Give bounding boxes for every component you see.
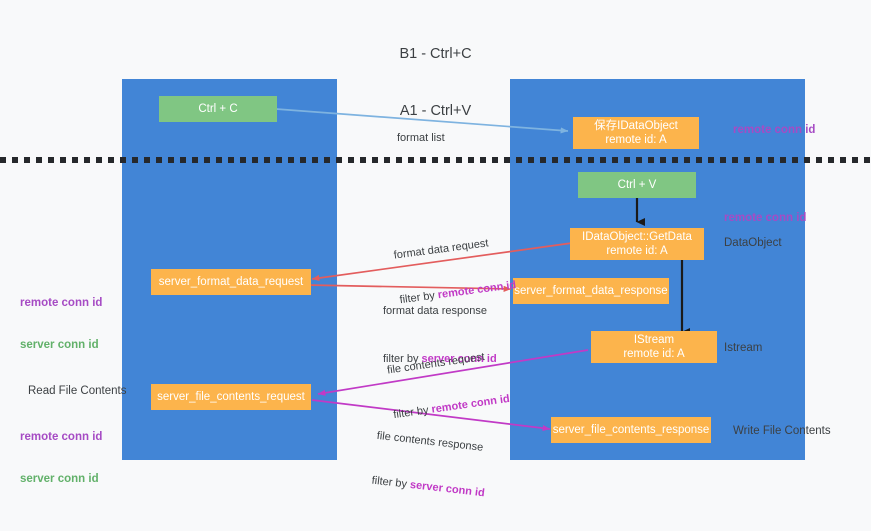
box-ctrl-c-line1: Ctrl + C bbox=[198, 103, 238, 115]
note-left-server-conn-id-mid-text: server conn id bbox=[20, 339, 99, 351]
edge-label-format-data-response-prefix: filter by bbox=[383, 353, 422, 365]
note-left-server-conn-id-bot-text: server conn id bbox=[20, 473, 99, 485]
note-left-remote-conn-id-bot-text: remote conn id bbox=[20, 431, 103, 443]
note-right-dataobject: DataObject bbox=[724, 237, 782, 249]
edge-label-file-contents-response-line2: filter by server conn id bbox=[371, 474, 486, 502]
edge-label-format-data-response-line1: format data response bbox=[383, 305, 487, 317]
box-save-dataobject-line2: remote id: A bbox=[605, 134, 667, 146]
edge-label-file-contents-response-line1: file contents response bbox=[376, 429, 484, 454]
diagram-canvas: B1 - Ctrl+C A1 - Ctrl+V B1 connection A1… bbox=[0, 46, 871, 500]
box-getdata[interactable]: IDataObject::GetData remote id: A bbox=[570, 228, 704, 260]
note-right-write-file-contents: Write File Contents bbox=[733, 425, 831, 437]
box-save-dataobject-line1: 保存IDataObject bbox=[594, 120, 678, 132]
edge-label-file-contents-response-prefix: filter by bbox=[371, 474, 411, 491]
box-ctrl-v[interactable]: Ctrl + V bbox=[578, 172, 696, 198]
edge-label-file-contents-response: file contents response filter by server … bbox=[367, 399, 494, 531]
box-server-file-contents-request-label: server_file_contents_request bbox=[157, 391, 305, 403]
box-istream[interactable]: IStream remote id: A bbox=[591, 331, 717, 363]
box-server-file-contents-response[interactable]: server_file_contents_response bbox=[551, 417, 711, 443]
edge-label-format-data-response-line2: filter by server conn id bbox=[383, 352, 497, 367]
note-right-remote-conn-id-mid: remote conn id bbox=[724, 212, 807, 224]
edge-label-format-list: format list bbox=[397, 101, 445, 176]
box-getdata-line2: remote id: A bbox=[606, 245, 668, 257]
box-ctrl-c[interactable]: Ctrl + C bbox=[159, 96, 277, 122]
box-istream-line1: IStream bbox=[633, 334, 675, 346]
edge-label-format-data-response-highlight: server conn id bbox=[421, 353, 497, 365]
box-ctrl-v-line1: Ctrl + V bbox=[617, 179, 657, 191]
box-server-file-contents-response-label: server_file_contents_response bbox=[552, 424, 710, 436]
note-left-conn-ids-bottom: remote conn id server conn id bbox=[20, 402, 102, 514]
box-save-dataobject[interactable]: 保存IDataObject remote id: A bbox=[573, 117, 699, 149]
edge-label-format-list-line1: format list bbox=[397, 132, 445, 144]
box-server-file-contents-request[interactable]: server_file_contents_request bbox=[151, 384, 311, 410]
title-line-1: B1 - Ctrl+C bbox=[399, 46, 472, 62]
box-server-format-data-request[interactable]: server_format_data_request bbox=[151, 269, 311, 295]
box-server-format-data-response[interactable]: server_format_data_response bbox=[513, 278, 669, 304]
note-left-remote-conn-id-mid: remote conn id server conn id bbox=[20, 268, 102, 380]
edge-label-file-contents-request-line1: file contents request bbox=[386, 350, 486, 377]
box-server-format-data-request-label: server_format_data_request bbox=[158, 276, 304, 288]
note-right-remote-conn-id-top: remote conn id bbox=[733, 124, 816, 136]
edge-label-file-contents-response-highlight: server conn id bbox=[409, 478, 486, 500]
phase-divider bbox=[0, 157, 871, 163]
edge-label-format-data-request-line1: format data request bbox=[393, 237, 490, 262]
note-left-read-file-contents: Read File Contents bbox=[28, 385, 127, 397]
box-getdata-line1: IDataObject::GetData bbox=[582, 231, 692, 243]
note-right-istream: Istream bbox=[724, 342, 763, 354]
box-istream-line2: remote id: A bbox=[623, 348, 685, 360]
box-server-format-data-response-label: server_format_data_response bbox=[514, 285, 668, 297]
edge-label-format-data-response: format data response filter by server co… bbox=[383, 274, 497, 397]
note-left-remote-conn-id-mid-text: remote conn id bbox=[20, 297, 103, 309]
